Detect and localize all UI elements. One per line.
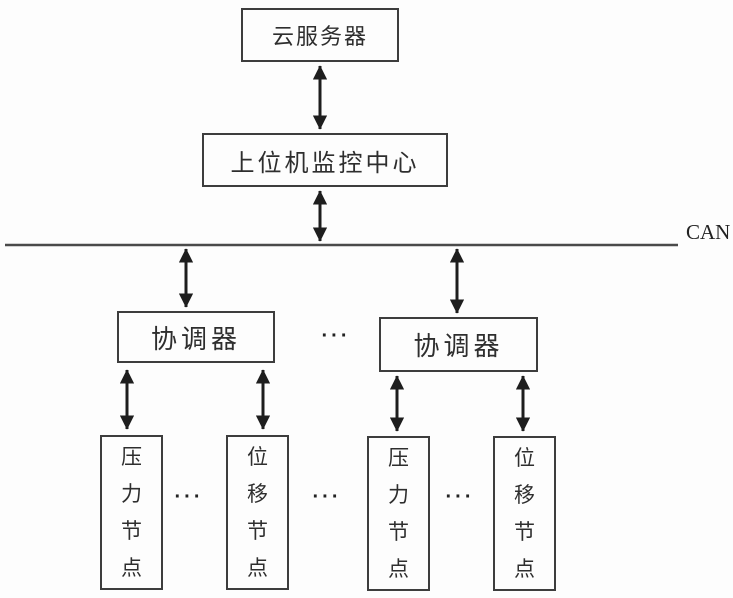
- displacement-node-label-1: 位移节点: [247, 445, 268, 580]
- ellipsis-nodes-2: ···: [312, 486, 342, 508]
- cloud-server-label: 云服务器: [271, 24, 368, 49]
- can-bus-label: CAN: [686, 220, 731, 244]
- pressure-node-box-1: 压力节点: [100, 435, 163, 590]
- ellipsis-nodes-3: ···: [445, 486, 475, 508]
- ellipsis-coordinators: ···: [321, 325, 351, 347]
- monitor-center-label: 上位机监控中心: [230, 149, 420, 177]
- coordinator-label-1: 协调器: [150, 323, 241, 354]
- displacement-node-label-2: 位移节点: [514, 446, 535, 581]
- cloud-server-box: 云服务器: [241, 8, 399, 62]
- displacement-node-box-1: 位移节点: [226, 435, 289, 590]
- coordinator-label-2: 协调器: [413, 331, 504, 361]
- coordinator-box-2: 协调器: [379, 317, 538, 372]
- displacement-node-box-2: 位移节点: [493, 436, 556, 591]
- coordinator-box-1: 协调器: [117, 311, 275, 363]
- pressure-node-label-1: 压力节点: [121, 445, 142, 580]
- pressure-node-box-2: 压力节点: [367, 436, 430, 591]
- pressure-node-label-2: 压力节点: [388, 446, 409, 581]
- monitor-center-box: 上位机监控中心: [202, 133, 448, 187]
- ellipsis-nodes-1: ···: [174, 486, 204, 508]
